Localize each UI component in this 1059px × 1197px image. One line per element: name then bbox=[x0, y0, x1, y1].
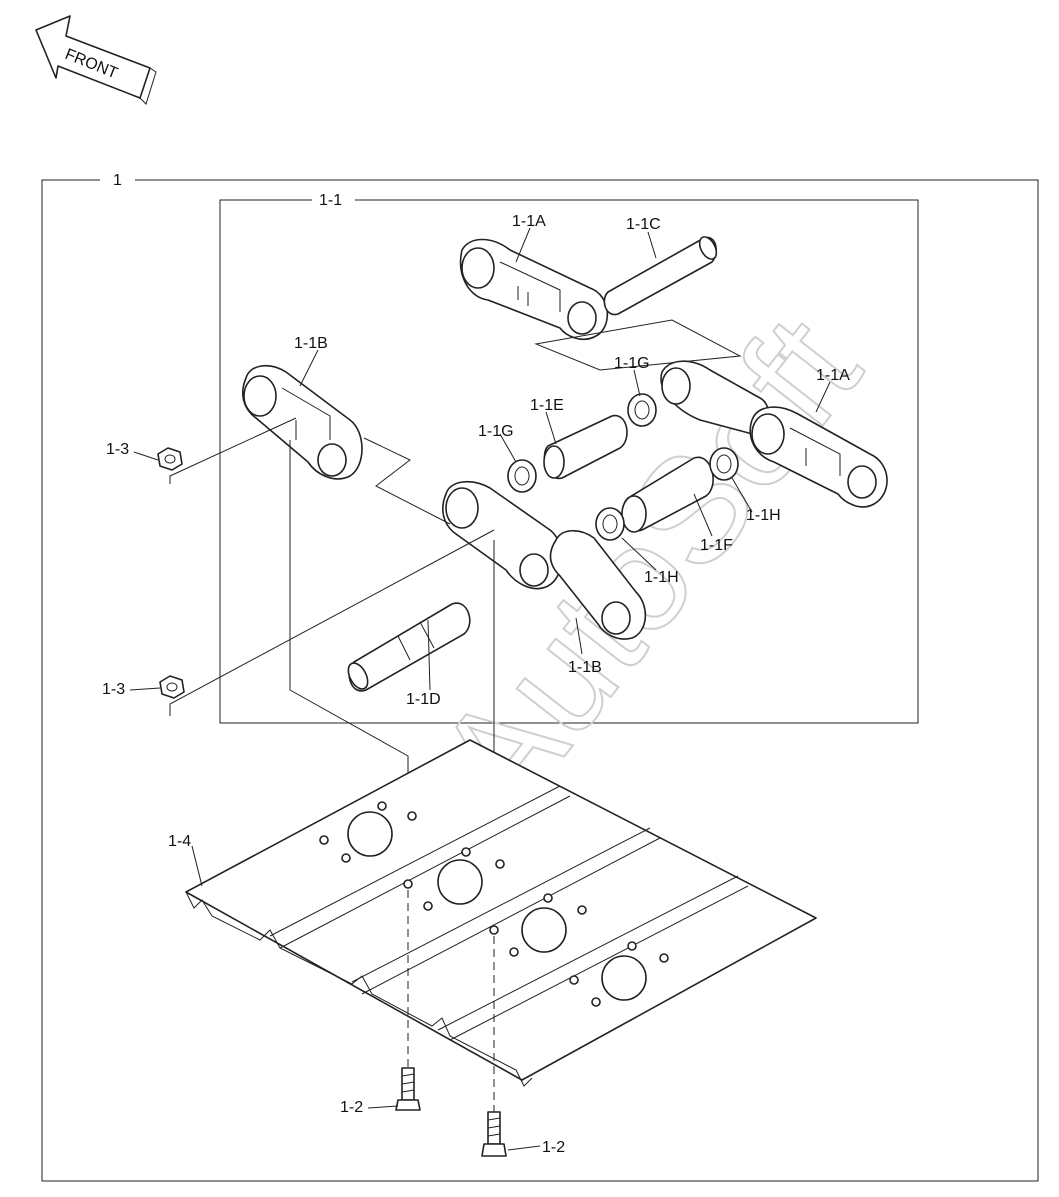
seal-1-1g-top bbox=[627, 393, 657, 427]
leader-lines bbox=[129, 227, 831, 1151]
outer-frame-label: 1 bbox=[113, 172, 122, 189]
guide-top bbox=[534, 319, 742, 371]
link-1-1a-top bbox=[459, 238, 609, 341]
link-1-1a-right bbox=[660, 360, 888, 508]
callout-1-1a-top: 1-1A bbox=[512, 213, 546, 230]
nut-1-3-bottom-icon bbox=[159, 675, 185, 699]
seal-1-1h-right bbox=[709, 447, 739, 481]
callout-1-1a-right: 1-1A bbox=[816, 367, 850, 384]
guide-nut-top bbox=[169, 417, 297, 484]
callout-1-1g-top: 1-1G bbox=[614, 355, 650, 372]
callout-1-1b-left: 1-1B bbox=[294, 335, 328, 352]
nut-1-3-top-icon bbox=[157, 447, 183, 471]
callout-1-3-bottom: 1-3 bbox=[102, 681, 125, 698]
bushing-1-1e bbox=[543, 415, 628, 479]
callout-1-1h-right: 1-1H bbox=[746, 507, 781, 524]
callout-1-4: 1-4 bbox=[168, 833, 191, 850]
seal-1-1g-left bbox=[507, 459, 537, 493]
callout-1-1h-mid: 1-1H bbox=[644, 569, 679, 586]
outer-frame bbox=[41, 179, 1039, 1182]
callout-1-2-left: 1-2 bbox=[340, 1099, 363, 1116]
link-1-1b-left bbox=[242, 365, 363, 480]
guide-nut-bottom bbox=[169, 529, 495, 716]
callout-1-1e: 1-1E bbox=[530, 397, 564, 414]
callout-1-2-right: 1-2 bbox=[542, 1139, 565, 1156]
link-1-1b-bottom bbox=[442, 481, 647, 640]
inner-frame bbox=[219, 199, 919, 724]
callout-1-1g-left: 1-1G bbox=[478, 423, 514, 440]
track-shoe-assembly bbox=[185, 739, 817, 1087]
guide-left bbox=[363, 437, 451, 525]
front-arrow-icon bbox=[35, 15, 157, 105]
callout-1-1f: 1-1F bbox=[700, 537, 733, 554]
inner-frame-label: 1-1 bbox=[319, 192, 342, 209]
callout-1-1c: 1-1C bbox=[626, 216, 661, 233]
callout-1-1d: 1-1D bbox=[406, 691, 441, 708]
pin-1-1c bbox=[603, 236, 718, 316]
callout-1-3-top: 1-3 bbox=[106, 441, 129, 458]
bushing-1-1f bbox=[621, 456, 714, 533]
bolt-1-2-left-icon bbox=[395, 1067, 421, 1111]
pin-1-1d bbox=[347, 602, 471, 692]
callout-1-1b-bottom: 1-1B bbox=[568, 659, 602, 676]
bolt-1-2-right-icon bbox=[481, 1111, 507, 1157]
seal-1-1h-mid bbox=[595, 507, 625, 541]
